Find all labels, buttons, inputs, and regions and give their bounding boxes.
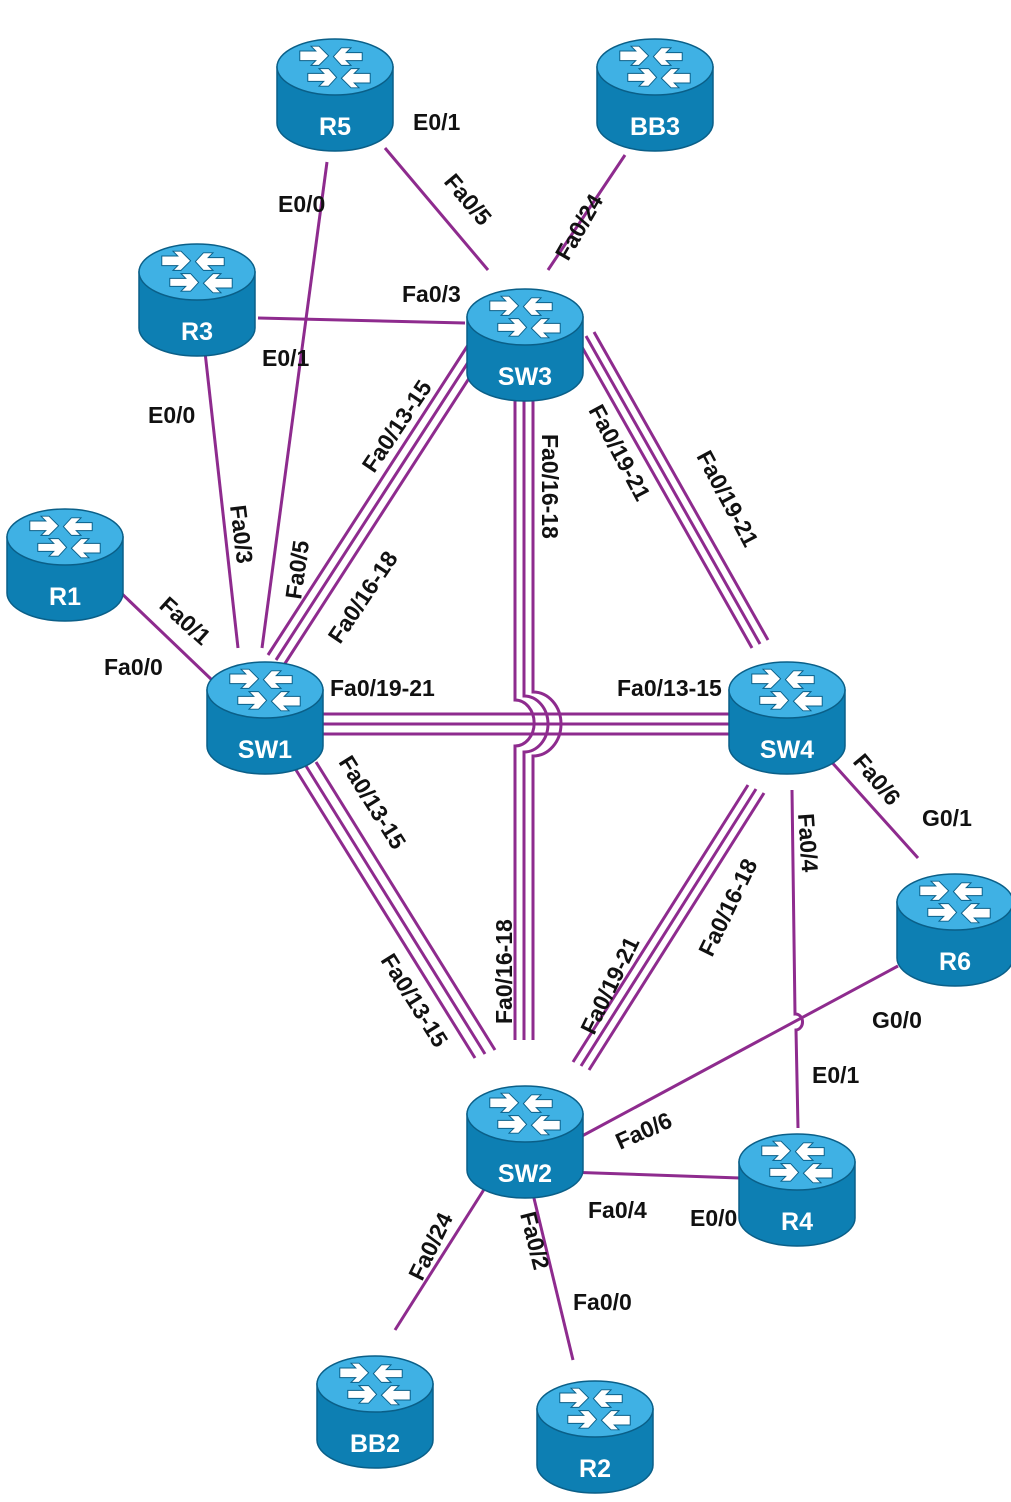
port-label-sw3-fa024: Fa0/24 [550, 189, 608, 264]
port-label-r4-e01: E0/1 [812, 1062, 860, 1088]
port-label-sw2-fa04: Fa0/4 [588, 1197, 647, 1223]
device-top [596, 38, 714, 96]
port-label-r6-g00: G0/0 [872, 1007, 922, 1033]
port-label-sw4-fa04: Fa0/4 [793, 813, 823, 874]
device-top [206, 661, 324, 719]
device-top [738, 1133, 856, 1191]
link-sw4-sw2-bundle [571, 784, 766, 1071]
port-label-sw4-fa019-21: Fa0/19-21 [692, 446, 764, 551]
port-label-sw1-fa016-18: Fa0/16-18 [323, 546, 403, 648]
port-label-sw4-fa06: Fa0/6 [848, 749, 906, 811]
device-label: SW2 [498, 1160, 552, 1188]
device-label: R3 [181, 318, 213, 346]
port-label-sw1-fa013-15: Fa0/13-15 [334, 751, 412, 854]
port-label-r5-e00: E0/0 [278, 191, 325, 217]
link-sw4-r6 [826, 756, 920, 860]
device-label: R4 [781, 1208, 813, 1236]
links-layer [116, 147, 920, 1361]
link-sw1-sw4-bundle [318, 712, 735, 736]
link-sw2-r4 [565, 1170, 741, 1180]
link-sw4-r4 [790, 789, 804, 1129]
device-top [316, 1355, 434, 1413]
device-sw4: SW4 [728, 661, 846, 775]
port-label-sw4-fa013-15: Fa0/13-15 [617, 675, 722, 701]
link-sw1-sw3-bundle [266, 341, 488, 666]
port-label-r5-e01: E0/1 [413, 109, 461, 135]
device-sw2: SW2 [466, 1085, 584, 1199]
link-sw2-bb2 [393, 1179, 492, 1331]
link-r5-sw3 [383, 147, 490, 271]
device-top [138, 243, 256, 301]
port-label-sw2-fa016-18: Fa0/16-18 [491, 919, 517, 1024]
port-label-r2-fa00: Fa0/0 [573, 1289, 632, 1315]
port-label-r1-fa00: Fa0/0 [104, 654, 163, 680]
device-label: BB2 [350, 1430, 400, 1458]
port-label-sw1-fa03: Fa0/3 [225, 503, 258, 565]
link-r3-sw1 [203, 351, 240, 649]
device-top [6, 508, 124, 566]
device-bb3: BB3 [596, 38, 714, 152]
port-label-sw2-fa02: Fa0/2 [515, 1209, 554, 1272]
device-label: R5 [319, 113, 351, 141]
port-label-sw1-fa01: Fa0/1 [155, 591, 216, 650]
link-sw2-r2 [530, 1189, 575, 1361]
device-label: SW3 [498, 363, 552, 391]
link-sw1-sw2-bundle [294, 761, 497, 1059]
device-label: SW4 [760, 736, 814, 764]
device-r1: R1 [6, 508, 124, 622]
link-r3-sw3 [257, 316, 466, 325]
link-sw3-sw4-bundle [576, 331, 770, 649]
device-label: R6 [939, 948, 971, 976]
link-bb3-sw3 [546, 154, 627, 271]
device-label: BB3 [630, 113, 680, 141]
device-sw3: SW3 [466, 288, 584, 402]
device-r3: R3 [138, 243, 256, 357]
device-label: SW1 [238, 736, 292, 764]
device-top [728, 661, 846, 719]
port-label-sw3-fa013-15: Fa0/13-15 [357, 375, 437, 477]
device-top [466, 1085, 584, 1143]
port-label-r6-g01: G0/1 [922, 805, 972, 831]
port-label-sw3-fa03: Fa0/3 [402, 281, 461, 307]
link-sw2-r6 [581, 964, 899, 1138]
link-sw3-sw2-bundle [513, 372, 563, 1040]
link-r1-sw1 [116, 588, 214, 682]
device-bb2: BB2 [316, 1355, 434, 1469]
port-label-sw1-fa019-21: Fa0/19-21 [330, 675, 435, 701]
device-label: R1 [49, 583, 81, 611]
device-r5: R5 [276, 38, 394, 152]
device-label: R2 [579, 1455, 611, 1483]
device-r2: R2 [536, 1380, 654, 1494]
port-label-r3-e01: E0/1 [262, 345, 310, 371]
device-sw1: SW1 [206, 661, 324, 775]
device-top [896, 873, 1011, 931]
port-label-r4-e00: E0/0 [690, 1205, 737, 1231]
link-r5-sw1 [260, 161, 329, 649]
device-top [276, 38, 394, 96]
device-top [466, 288, 584, 346]
device-r6: R6 [896, 873, 1011, 987]
device-r4: R4 [738, 1133, 856, 1247]
port-label-r3-e00: E0/0 [148, 402, 195, 428]
device-top [536, 1380, 654, 1438]
port-label-sw3-fa016-18: Fa0/16-18 [537, 434, 563, 539]
